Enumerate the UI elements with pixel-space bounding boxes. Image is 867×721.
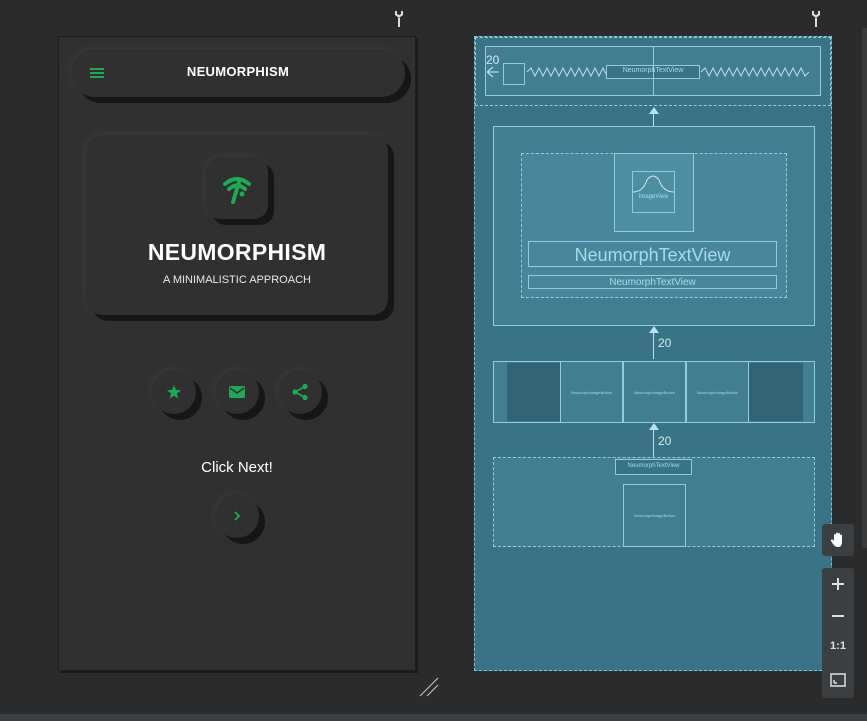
bp-buttons-row-padding-right [749, 363, 803, 421]
horizontal-scrollbar[interactable] [0, 714, 867, 721]
bp-margin-arrowhead [649, 107, 659, 114]
star-button[interactable] [152, 370, 196, 414]
zoom-reset-label: 1:1 [830, 640, 846, 652]
next-button[interactable] [215, 494, 259, 538]
bp-margin-arrowhead [649, 326, 659, 333]
wrench-icon[interactable] [810, 10, 822, 28]
card-title: NEUMORPHISM [147, 239, 327, 265]
mail-icon [229, 386, 245, 398]
vertical-scrollbar[interactable] [862, 28, 867, 548]
bp-buttons-row-padding-left [507, 363, 561, 421]
fit-screen-button[interactable] [822, 664, 854, 696]
pan-control[interactable] [822, 524, 854, 556]
zoom-controls: 1:1 [822, 568, 854, 698]
blueprint-view[interactable]: 20 NeumorphTextView ImageView NeumorphTe… [474, 36, 832, 671]
chevron-right-icon [234, 511, 241, 521]
bp-image-view[interactable]: ImageView [632, 171, 675, 213]
bp-margin-2: 20 [658, 434, 672, 448]
bp-margin-arrow [653, 429, 654, 457]
bp-mail-button[interactable]: NeumorphImageButton [623, 361, 686, 423]
pan-button[interactable] [822, 524, 854, 556]
toolbar-title: NEUMORPHISM [186, 64, 290, 79]
bp-margin-arrowhead [649, 423, 659, 430]
bp-star-button[interactable]: NeumorphImageButton [560, 361, 623, 423]
card-subtitle: A MINIMALISTIC APPROACH [163, 274, 311, 286]
bp-header-content[interactable] [521, 153, 787, 298]
design-preview[interactable]: NEUMORPHISM NEUMORPHISM A MINIMALISTIC A… [58, 36, 416, 671]
star-icon [167, 385, 181, 399]
bp-next-label[interactable]: NeumorphTextView [615, 459, 692, 475]
zoom-in-button[interactable] [822, 568, 854, 600]
bp-card-title[interactable]: NeumorphTextView [528, 241, 777, 267]
wifi-logo-icon [223, 177, 251, 204]
header-card: NEUMORPHISM A MINIMALISTIC APPROACH [86, 135, 388, 315]
bp-header-card[interactable] [493, 126, 815, 326]
bp-toolbar-margin: 20 [486, 53, 500, 67]
resize-handle-icon[interactable] [418, 676, 440, 698]
click-next-label: Click Next! [201, 459, 273, 476]
fit-screen-icon [830, 673, 846, 687]
zoom-in-icon [832, 578, 844, 590]
bp-toolbar-center-guide [653, 46, 654, 96]
bp-margin-arrow [653, 332, 654, 359]
mail-button[interactable] [215, 370, 259, 414]
bp-margin-1: 20 [658, 336, 672, 350]
share-icon [292, 383, 308, 401]
bp-logo-container[interactable] [614, 153, 694, 232]
wrench-icon[interactable] [393, 10, 405, 28]
neumorph-toolbar: NEUMORPHISM [71, 49, 405, 97]
bp-share-button[interactable]: NeumorphImageButton [686, 361, 749, 423]
logo-container [206, 157, 268, 219]
bp-menu-icon-box[interactable] [503, 63, 525, 85]
bp-margin-arrow [653, 111, 654, 126]
pan-hand-icon [830, 532, 842, 547]
share-button[interactable] [278, 370, 322, 414]
zoom-reset-button[interactable]: 1:1 [822, 632, 854, 664]
menu-icon[interactable] [89, 65, 105, 81]
zoom-out-icon [832, 615, 844, 617]
bp-card-subtitle[interactable]: NeumorphTextView [528, 275, 777, 289]
bp-toolbar-container[interactable] [475, 37, 831, 106]
bp-next-button[interactable]: NeumorphImageButton [623, 484, 686, 547]
zoom-out-button[interactable] [822, 600, 854, 632]
